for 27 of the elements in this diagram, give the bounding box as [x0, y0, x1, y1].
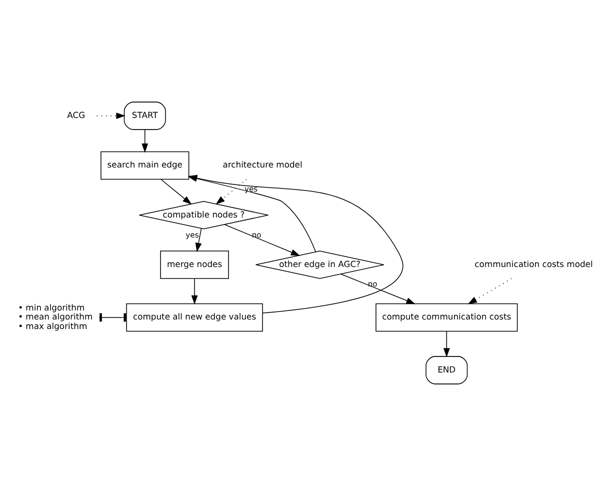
arrow: [224, 224, 300, 256]
node-text: ACG: [67, 110, 86, 120]
arrow: [468, 278, 512, 304]
arrow: [195, 228, 202, 252]
edge-label: yes: [186, 230, 199, 240]
node-box: compute communication costs: [376, 303, 518, 332]
arrow: [160, 179, 192, 205]
node-box: merge nodes: [160, 250, 229, 279]
arrow: [340, 274, 416, 304]
node-text: architecture model: [222, 160, 302, 170]
arrow: [191, 278, 198, 305]
arrow: [96, 112, 126, 120]
arrow: [443, 331, 450, 358]
node-box: END: [426, 356, 468, 384]
edge-label: no: [368, 280, 378, 289]
edge-label: yes: [244, 184, 258, 194]
connector: [98, 313, 127, 322]
edge-label: no: [252, 230, 262, 240]
node-box: compute all new edge values: [126, 303, 263, 332]
arrow: [142, 129, 148, 153]
node-box: search main edge: [100, 151, 190, 180]
arrow: [216, 179, 247, 205]
node-box: START: [124, 102, 166, 130]
node-diamond: compatible nodes ?: [138, 200, 269, 230]
node-text: communication costs model: [474, 258, 593, 269]
node-diamond: other edge in AGC?: [255, 250, 384, 279]
node-text: • min algorithm • mean algorithm • max algorithm: [18, 302, 93, 331]
